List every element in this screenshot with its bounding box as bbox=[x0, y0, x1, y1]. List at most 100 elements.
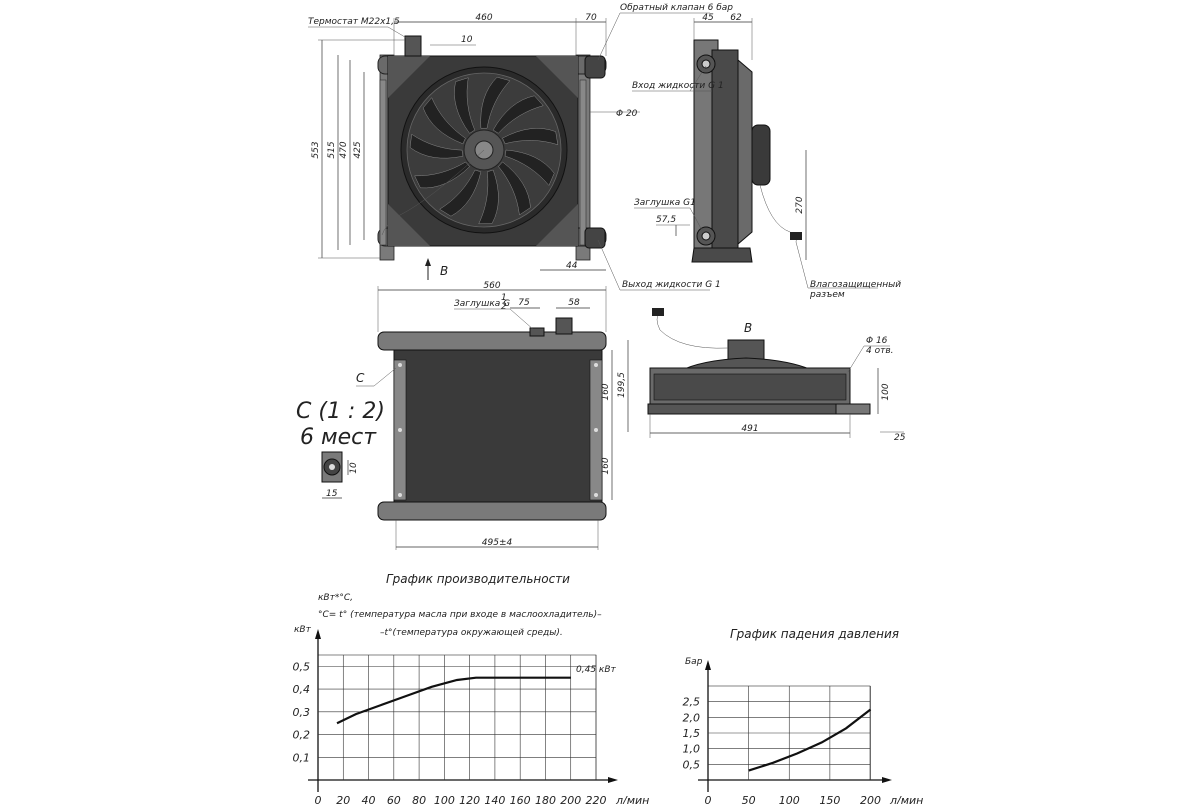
front-view: 460 70 10 553 515 470 425 Φ 20 44 B Терм… bbox=[308, 3, 733, 291]
fan-blade bbox=[414, 161, 470, 189]
x-axis-arrow bbox=[882, 777, 892, 783]
x-tick-label: 200 bbox=[860, 794, 881, 804]
fan-blade bbox=[454, 77, 476, 134]
x-tick-label: 0 bbox=[315, 794, 322, 804]
x-tick-label: 60 bbox=[387, 794, 401, 804]
fluid-inlet-label: Вход жидкости G 1 bbox=[632, 81, 724, 91]
x-axis-label: л/мин bbox=[615, 794, 649, 804]
view-b-arrow-label: B bbox=[440, 264, 448, 278]
y-tick-label: 0,3 bbox=[293, 706, 311, 719]
x-tick-label: 80 bbox=[412, 794, 426, 804]
pressure-ylabel: Бар bbox=[685, 657, 703, 667]
dim-side-45: 45 bbox=[702, 13, 714, 23]
dim-h-425: 425 bbox=[353, 141, 363, 158]
view-b-title: B bbox=[744, 321, 752, 335]
view-b-4holes: 4 отв. bbox=[866, 346, 894, 356]
connector-label-line1: Влагозащищенный bbox=[810, 280, 901, 290]
dim-side-270: 270 bbox=[795, 196, 805, 213]
y-tick-label: 0,4 bbox=[293, 683, 311, 696]
dim-top-160a: 160 bbox=[601, 383, 611, 400]
side-view: 45 62 Вход жидкости G 1 Заглушка G1 57,5… bbox=[632, 13, 901, 300]
check-valve-label: Обратный клапан 6 бар bbox=[620, 3, 733, 13]
x-tick-label: 120 bbox=[459, 794, 480, 804]
y-tick-label: 2,5 bbox=[683, 696, 701, 709]
dim-side-62: 62 bbox=[730, 13, 742, 23]
x-tick-label: 0 bbox=[705, 794, 712, 804]
dim-d20: Φ 20 bbox=[616, 109, 638, 119]
plug-fraction-num: 1 bbox=[501, 293, 507, 303]
x-tick-label: 20 bbox=[336, 794, 350, 804]
dim-h-515: 515 bbox=[327, 141, 337, 158]
detail-count-label: 6 мест bbox=[300, 425, 377, 450]
dim-top-58: 58 bbox=[568, 298, 580, 308]
x-tick-label: 180 bbox=[535, 794, 556, 804]
dim-top-75: 75 bbox=[518, 298, 530, 308]
x-tick-label: 200 bbox=[560, 794, 581, 804]
x-axis-label: л/мин bbox=[889, 794, 923, 804]
x-tick-label: 40 bbox=[362, 794, 376, 804]
fan-blade bbox=[478, 169, 499, 225]
x-tick-label: 220 bbox=[586, 794, 607, 804]
plug-g12-label: Заглушка G bbox=[454, 299, 510, 309]
detail-scale-label: С (1 : 2) bbox=[296, 399, 385, 424]
view-b: B 491 100 25 Φ 16 4 отв. bbox=[647, 308, 906, 443]
plug-fraction-den: 2 bbox=[501, 302, 507, 312]
dim-offset-10: 10 bbox=[461, 35, 473, 45]
dim-pipe-offset: 70 bbox=[585, 13, 597, 23]
x-tick-label: 160 bbox=[510, 794, 531, 804]
fan-blade bbox=[422, 97, 466, 145]
performance-chart: График производительности кВт*°С, °С= t°… bbox=[293, 572, 650, 804]
plot-frame bbox=[317, 654, 597, 781]
dim-top-160b: 160 bbox=[601, 457, 611, 474]
connector-label-line2: разъем bbox=[809, 290, 845, 300]
c-label: C bbox=[356, 371, 365, 385]
dim-top-199-5: 199,5 bbox=[617, 372, 627, 398]
dim-front-width: 460 bbox=[475, 13, 492, 23]
y-tick-label: 0,5 bbox=[683, 758, 701, 771]
fluid-outlet-label: Выход жидкости G 1 bbox=[622, 280, 721, 290]
perf-line2: °С= t° (температура масла при входе в ма… bbox=[318, 610, 602, 620]
detail-c: С (1 : 2) 6 мест 15 10 bbox=[296, 399, 385, 499]
x-axis-arrow bbox=[608, 777, 618, 783]
detail-dim-15: 15 bbox=[326, 489, 338, 499]
dim-side-57-5: 57,5 bbox=[656, 215, 676, 225]
fan-blade bbox=[409, 133, 464, 159]
fan-blade bbox=[502, 128, 559, 146]
top-view: 560 75 58 Заглушка G 1 2 160 160 199,5 4… bbox=[356, 281, 629, 550]
dim-44: 44 bbox=[566, 261, 578, 271]
thermostat-label: Термостат М22х1,5 bbox=[308, 17, 400, 27]
pressure-title: График падения давления bbox=[730, 627, 899, 641]
view-b-d16: Φ 16 bbox=[866, 336, 888, 346]
y-tick-label: 0,1 bbox=[293, 751, 311, 764]
series-line bbox=[336, 676, 571, 725]
x-tick-label: 100 bbox=[434, 794, 455, 804]
x-tick-label: 150 bbox=[819, 794, 840, 804]
perf-line3: –t°(температура окружающей среды). bbox=[380, 628, 563, 638]
fan-blade bbox=[492, 95, 544, 134]
fan-blade bbox=[498, 161, 531, 216]
perf-value-label: 0,45 кВт bbox=[576, 665, 617, 675]
x-tick-label: 50 bbox=[742, 794, 756, 804]
y-tick-label: 0,2 bbox=[293, 729, 311, 742]
series-line bbox=[748, 708, 872, 772]
detail-dim-10: 10 bbox=[349, 462, 359, 474]
perf-line1: кВт*°С, bbox=[318, 593, 353, 603]
fan-blade bbox=[480, 76, 511, 129]
view-b-dim-25: 25 bbox=[894, 433, 906, 443]
dim-top-560: 560 bbox=[483, 281, 500, 291]
perf-title: График производительности bbox=[386, 572, 570, 586]
x-tick-label: 140 bbox=[484, 794, 505, 804]
fan-blade bbox=[504, 149, 555, 186]
y-tick-label: 2,0 bbox=[683, 711, 701, 724]
y-tick-label: 1,5 bbox=[683, 727, 701, 740]
y-axis-arrow bbox=[315, 629, 321, 639]
y-axis-arrow bbox=[705, 660, 711, 670]
view-b-dim-100: 100 bbox=[881, 383, 891, 400]
dim-top-495: 495±4 bbox=[482, 538, 513, 548]
fan-blades bbox=[409, 76, 559, 225]
view-b-dim-491: 491 bbox=[741, 424, 758, 434]
y-tick-label: 1,0 bbox=[683, 743, 701, 756]
dim-h-470: 470 bbox=[339, 141, 349, 158]
